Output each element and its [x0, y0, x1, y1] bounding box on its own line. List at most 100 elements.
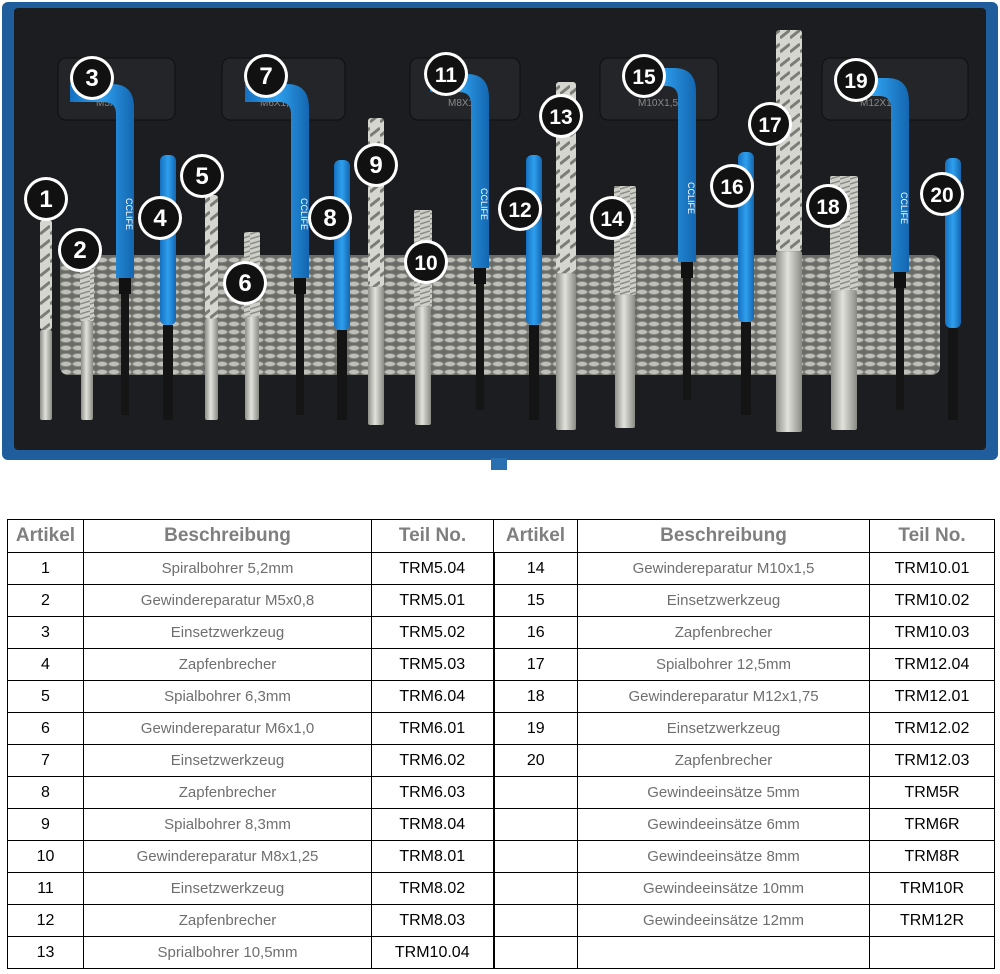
- number-badge-label: 10: [414, 252, 437, 275]
- tool-kit-illustration: M5X0,8M6X1,0M8X1,25M10X1,5M12X1,75CCLIFE…: [2, 2, 998, 470]
- thread-inserts-bag: [60, 255, 940, 375]
- number-badge: 1: [24, 177, 68, 221]
- number-badge: 9: [354, 143, 398, 187]
- number-badge: 11: [424, 52, 468, 96]
- cell-artikel-right: 19: [493, 712, 578, 745]
- number-badge-circle: [923, 175, 961, 213]
- cell-beschreibung-right: [577, 936, 870, 969]
- insertion-tool-handle: [70, 84, 134, 278]
- cell-beschreibung-left: Spialbohrer 8,3mm: [83, 808, 372, 841]
- size-label: M6X1,0: [260, 98, 295, 109]
- cell-teil-no-right: TRM10.03: [869, 616, 995, 649]
- brand-label: CCLIFE: [299, 198, 309, 230]
- number-badge: 6: [223, 261, 267, 305]
- cell-artikel-right: [493, 840, 578, 873]
- number-badge: 18: [806, 184, 850, 228]
- thread-tap-shank: [831, 290, 857, 430]
- drill-bit-flute: [776, 30, 802, 252]
- cell-teil-no-right: TRM12.01: [869, 680, 995, 713]
- cell-beschreibung-left: Einsetzwerkzeug: [83, 872, 372, 905]
- cell-teil-no-right: TRM10R: [869, 872, 995, 905]
- number-badge-label: 2: [73, 237, 86, 264]
- cell-beschreibung-left: Zapfenbrecher: [83, 648, 372, 681]
- drill-bit-shank: [40, 330, 52, 420]
- cell-artikel-right: [493, 904, 578, 937]
- insertion-tool-shaft: [476, 284, 484, 410]
- number-badge: 3: [70, 56, 114, 100]
- cell-artikel-right: 16: [493, 616, 578, 649]
- cell-artikel-right: [493, 872, 578, 905]
- cell-artikel-right: 18: [493, 680, 578, 713]
- number-badge-label: 11: [435, 64, 458, 87]
- tang-breaker-tip: [337, 330, 347, 420]
- number-badge-circle: [625, 57, 663, 95]
- cell-teil-no-right: TRM5R: [869, 776, 995, 809]
- number-badge-label: 3: [85, 65, 98, 92]
- number-badge-circle: [713, 167, 751, 205]
- tang-breaker-tip: [529, 325, 539, 420]
- number-badge-circle: [61, 231, 99, 269]
- insertion-tool-shaft: [121, 294, 129, 415]
- cell-artikel-left: 5: [7, 680, 84, 713]
- header-beschreibung-right: Beschreibung: [577, 519, 870, 553]
- cell-beschreibung-right: Einsetzwerkzeug: [577, 584, 870, 617]
- header-artikel-left: Artikel: [7, 519, 84, 553]
- number-badge-circle: [542, 97, 580, 135]
- cell-teil-no-left: TRM8.04: [371, 808, 495, 841]
- cell-teil-no-right: TRM12R: [869, 904, 995, 937]
- cell-teil-no-left: TRM5.04: [371, 552, 495, 585]
- number-badge-label: 17: [758, 114, 781, 137]
- number-badge-circle: [73, 59, 111, 97]
- number-badge-circle: [593, 199, 631, 237]
- drill-bit-shank: [776, 251, 802, 432]
- insertion-tool-collar: [474, 268, 486, 284]
- cell-beschreibung-right: Zapfenbrecher: [577, 616, 870, 649]
- number-badge: 16: [710, 164, 754, 208]
- cell-artikel-right: [493, 776, 578, 809]
- cell-teil-no-right: TRM12.04: [869, 648, 995, 681]
- cell-teil-no-right: [869, 936, 995, 969]
- cell-teil-no-right: TRM12.02: [869, 712, 995, 745]
- case-latch: [491, 458, 507, 470]
- cell-beschreibung-left: Spiralbohrer 5,2mm: [83, 552, 372, 585]
- cell-artikel-left: 12: [7, 904, 84, 937]
- number-badge: 17: [748, 102, 792, 146]
- header-teil-no-right: Teil No.: [869, 519, 995, 553]
- number-badge-circle: [751, 105, 789, 143]
- tang-breaker-tip: [163, 325, 173, 420]
- drill-bit-shank: [556, 273, 576, 430]
- tang-breaker-handle: [526, 155, 542, 325]
- parts-table: Artikel Beschreibung Teil No. Artikel Be…: [7, 519, 995, 969]
- cell-teil-no-left: TRM6.04: [371, 680, 495, 713]
- cell-artikel-left: 9: [7, 808, 84, 841]
- number-badge-circle: [357, 146, 395, 184]
- cell-teil-no-left: TRM5.03: [371, 648, 495, 681]
- cell-artikel-left: 8: [7, 776, 84, 809]
- number-badge-label: 20: [930, 184, 953, 207]
- insertion-tool-handle: [625, 68, 696, 262]
- cell-artikel-right: 20: [493, 744, 578, 777]
- cell-teil-no-left: TRM10.04: [371, 936, 495, 969]
- insertion-tool-collar: [681, 262, 693, 278]
- drill-bit-flute: [40, 220, 52, 330]
- number-badge-label: 19: [844, 70, 867, 93]
- tang-breaker-tip: [948, 328, 958, 420]
- cell-teil-no-left: TRM8.03: [371, 904, 495, 937]
- cell-teil-no-left: TRM8.02: [371, 872, 495, 905]
- size-label: M12X1,75: [860, 98, 906, 109]
- cell-beschreibung-right: Gewindeeinsätze 5mm: [577, 776, 870, 809]
- number-badge-label: 7: [259, 63, 272, 90]
- number-badge: 15: [622, 54, 666, 98]
- number-badge-label: 12: [508, 199, 531, 222]
- cell-teil-no-left: TRM6.01: [371, 712, 495, 745]
- header-teil-no-left: Teil No.: [371, 519, 494, 553]
- cell-artikel-right: [493, 936, 578, 969]
- number-badge-label: 13: [549, 106, 572, 129]
- cell-beschreibung-left: Gewindereparatur M8x1,25: [83, 840, 372, 873]
- number-badge-circle: [837, 61, 875, 99]
- cell-beschreibung-left: Gewindereparatur M6x1,0: [83, 712, 372, 745]
- number-badge-circle: [809, 187, 847, 225]
